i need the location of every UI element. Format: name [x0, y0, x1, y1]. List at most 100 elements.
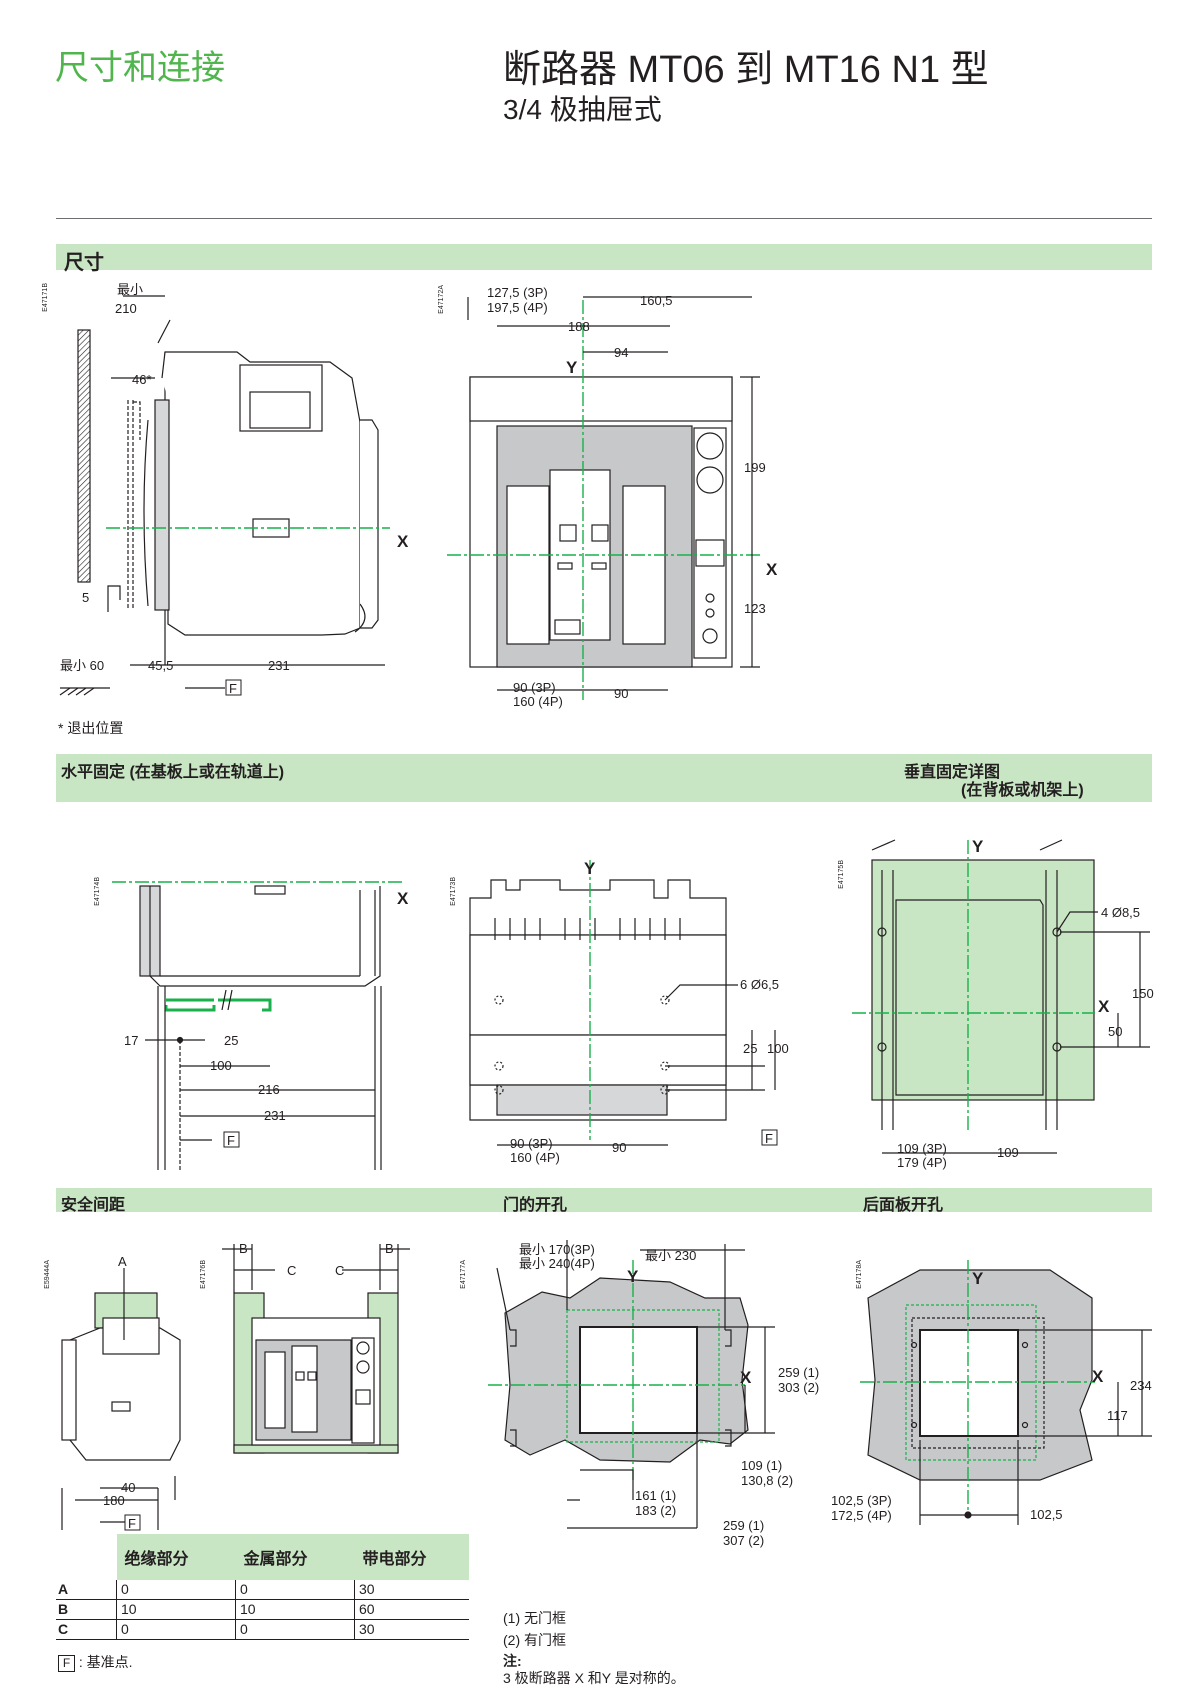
table-corner — [56, 1534, 117, 1580]
table-cell: 10 — [235, 1599, 355, 1620]
dim-text: 150 — [1132, 986, 1154, 1001]
dim-text: 50 — [1108, 1024, 1122, 1039]
dim-text: 123 — [744, 601, 766, 616]
dim-text: 161 (1) — [635, 1488, 676, 1503]
page-subtitle: 3/4 极抽屉式 — [503, 94, 662, 125]
dim-text: 234 — [1130, 1378, 1152, 1393]
table-row: C 0 0 30 — [56, 1619, 469, 1640]
dim-text: 259 (1) — [723, 1518, 764, 1533]
reference-f-label: F — [227, 1133, 235, 1148]
clearance-a-label: A — [118, 1254, 127, 1269]
dim-text: 90 — [614, 686, 628, 701]
side-view-drawing — [59, 295, 390, 696]
dim-text: 172,5 (4P) — [831, 1508, 892, 1523]
band-dimensions-label: 尺寸 — [64, 252, 104, 274]
dim-text: 188 — [568, 319, 590, 334]
front-view-drawing — [447, 296, 760, 700]
reference-f-box: F — [58, 1655, 75, 1672]
clearance-c-label: C — [287, 1263, 296, 1278]
clearance-b-label: B — [385, 1241, 394, 1256]
band-horizontal-label: 水平固定 (在基板上或在轨道上) — [61, 764, 285, 781]
table-cell: 0 — [235, 1619, 355, 1640]
table-cell: 10 — [116, 1599, 236, 1620]
dim-text: 109 (3P) — [897, 1141, 947, 1156]
table-cell: 60 — [354, 1599, 469, 1620]
table-cell: B — [56, 1599, 117, 1620]
band-rear-label: 后面板开孔 — [863, 1197, 944, 1214]
dim-text: 100 — [210, 1058, 232, 1073]
table-header: 绝缘部分 — [116, 1534, 236, 1580]
clearance-table: 绝缘部分 金属部分 带电部分 A 0 0 30 B 10 10 60 C 0 0… — [56, 1534, 469, 1640]
safety-side-drawing — [61, 1268, 181, 1530]
band-vertical-label-1: 垂直固定详图 — [904, 764, 1001, 781]
dim-text: 46* — [132, 372, 152, 387]
dim-text: 109 — [997, 1145, 1019, 1160]
dim-text: 25 — [224, 1033, 238, 1048]
axis-x-label: X — [1092, 1367, 1104, 1386]
header-rule — [56, 218, 1152, 219]
axis-x-label: X — [1098, 997, 1110, 1016]
table-row: B 10 10 60 — [56, 1599, 469, 1620]
reference-f-label: F — [765, 1131, 773, 1146]
dim-text: 231 — [264, 1108, 286, 1123]
wall-hatch — [77, 329, 91, 583]
dim-text: 303 (2) — [778, 1380, 819, 1395]
axis-y-label: Y — [584, 859, 596, 878]
dim-text: 最小 — [117, 282, 143, 297]
dim-text: 179 (4P) — [897, 1155, 947, 1170]
dim-text: 127,5 (3P) — [487, 285, 548, 300]
dim-text: 5 — [82, 590, 89, 605]
dim-text: 307 (2) — [723, 1533, 764, 1548]
table-cell: 30 — [354, 1580, 469, 1600]
dim-text: 259 (1) — [778, 1365, 819, 1380]
dim-text: 216 — [258, 1082, 280, 1097]
door-note-2: (2) 有门框 — [503, 1632, 566, 1648]
dim-text: 最小 240(4P) — [519, 1256, 595, 1271]
axis-y-label: Y — [972, 837, 984, 856]
table-cell: C — [56, 1619, 117, 1640]
table-cell: 0 — [235, 1580, 355, 1600]
dim-text: 90 (3P) — [510, 1136, 553, 1151]
vertical-mount-drawing — [852, 839, 1150, 1154]
axis-x-label: X — [740, 1368, 752, 1387]
horizontal-mount-front-drawing — [469, 860, 776, 1146]
dim-text: 183 (2) — [635, 1503, 676, 1518]
withdrawn-note: * 退出位置 — [58, 720, 124, 736]
band-mounting: 水平固定 (在基板上或在轨道上) 垂直固定详图 (在背板或机架上) — [56, 754, 1152, 802]
axis-x-label: X — [766, 560, 778, 579]
dim-text: 最小 60 — [60, 658, 104, 673]
reference-f-label: F — [229, 681, 237, 696]
dim-text: 160 (4P) — [510, 1150, 560, 1165]
dim-text: 17 — [124, 1033, 138, 1048]
reference-note: F : 基准点. — [58, 1652, 133, 1672]
band-vertical-label-2: (在背板或机架上) — [961, 782, 1084, 799]
table-cell: A — [56, 1580, 117, 1600]
rear-cutout-drawing — [860, 1260, 1152, 1525]
dim-text: 231 — [268, 658, 290, 673]
dim-text: 25 — [743, 1041, 757, 1056]
door-cutout-drawing — [488, 1240, 775, 1529]
dim-text: 102,5 (3P) — [831, 1493, 892, 1508]
dim-text: 45,5 — [148, 658, 173, 673]
horizontal-mount-side-drawing — [112, 881, 405, 1170]
axis-x-label: X — [397, 889, 409, 908]
door-note-1: (1) 无门框 — [503, 1610, 566, 1626]
band-dimensions: 尺寸 — [56, 244, 1152, 274]
clearance-c-label: C — [335, 1263, 344, 1278]
dim-text: 199 — [744, 460, 766, 475]
axis-y-label: Y — [566, 358, 578, 377]
dim-text: 109 (1) — [741, 1458, 782, 1473]
clearance-b-label: B — [239, 1241, 248, 1256]
dim-text: 210 — [115, 301, 137, 316]
axis-x-label: X — [397, 532, 409, 551]
axis-y-label: Y — [972, 1269, 984, 1288]
dim-text: 160,5 — [640, 293, 673, 308]
dim-text: 4 Ø8,5 — [1101, 905, 1140, 920]
door-note-symmetry: 3 极断路器 X 和Y 是对称的。 — [503, 1670, 685, 1686]
table-row: A 0 0 30 — [56, 1580, 469, 1600]
dim-text: 90 (3P) — [513, 680, 556, 695]
safety-front-drawing — [222, 1244, 410, 1454]
table-cell: 30 — [354, 1619, 469, 1640]
page-title: 断路器 MT06 到 MT16 N1 型 — [503, 49, 989, 91]
